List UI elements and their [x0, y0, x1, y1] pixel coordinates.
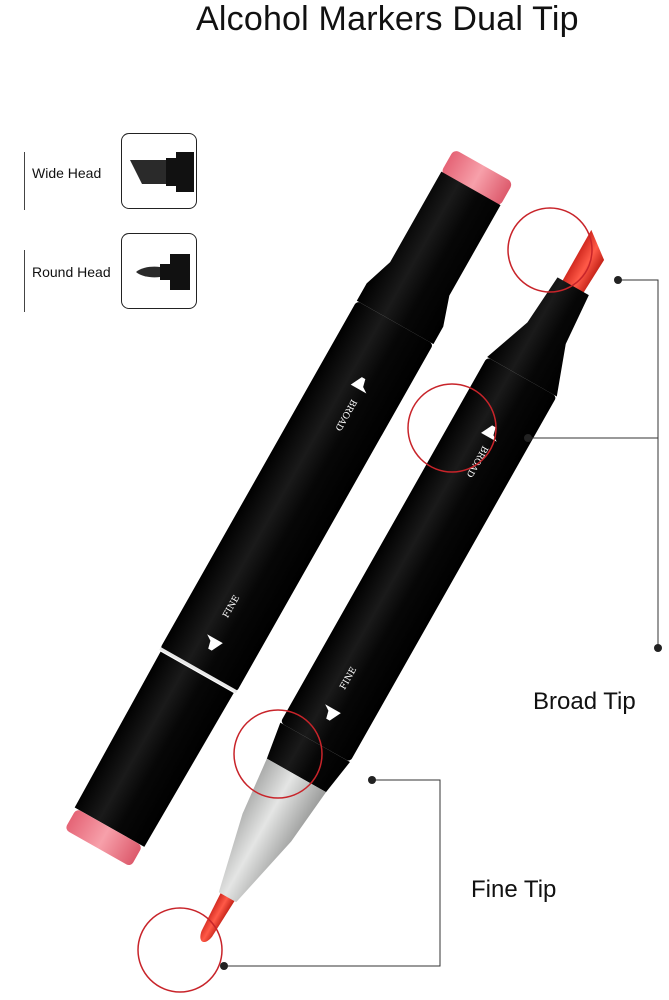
right-marker-body [281, 358, 556, 761]
broad-tip-nib [560, 229, 605, 296]
left-marker: BROAD FINE [66, 151, 512, 866]
left-marker-body [161, 302, 432, 691]
wide-head-label: Wide Head [32, 165, 102, 181]
fine-tip-circle [137, 907, 223, 993]
broad-tip-label: Broad Tip [533, 688, 636, 715]
page-title: Alcohol Markers Dual Tip [196, 0, 579, 38]
legend-divider-wide [24, 152, 25, 210]
wide-head-icon [121, 133, 197, 209]
fine-callout-lines [224, 779, 441, 967]
round-head-label: Round Head [32, 264, 111, 280]
left-marker-top-cap-pink [442, 151, 512, 205]
left-marker-top-cap [356, 171, 501, 345]
left-marker-bottom-cap-pink [66, 810, 141, 866]
left-marker-fine-logo [207, 634, 223, 651]
broad-logo-circle [407, 383, 497, 473]
broad-tip-circle [507, 207, 593, 293]
left-marker-ring [159, 647, 238, 694]
broad-tip-taper [487, 277, 589, 397]
fine-tip-collar [218, 758, 327, 903]
left-marker-bottom-cap [74, 651, 234, 847]
right-marker: BROAD FINE [200, 229, 605, 943]
broad-callout-lines [528, 279, 659, 648]
fine-tip-label: Fine Tip [471, 876, 557, 903]
round-head-icon [121, 233, 197, 309]
left-marker-broad-logo [350, 377, 367, 394]
fine-logo-circle [233, 709, 323, 799]
legend-divider-round [24, 250, 25, 312]
fine-tip-nib [200, 893, 235, 943]
